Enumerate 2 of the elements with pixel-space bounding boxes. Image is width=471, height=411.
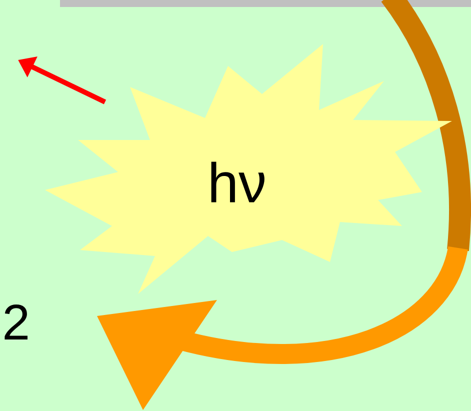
label: 2 (4, 304, 28, 340)
starburst: hν (45, 44, 452, 294)
